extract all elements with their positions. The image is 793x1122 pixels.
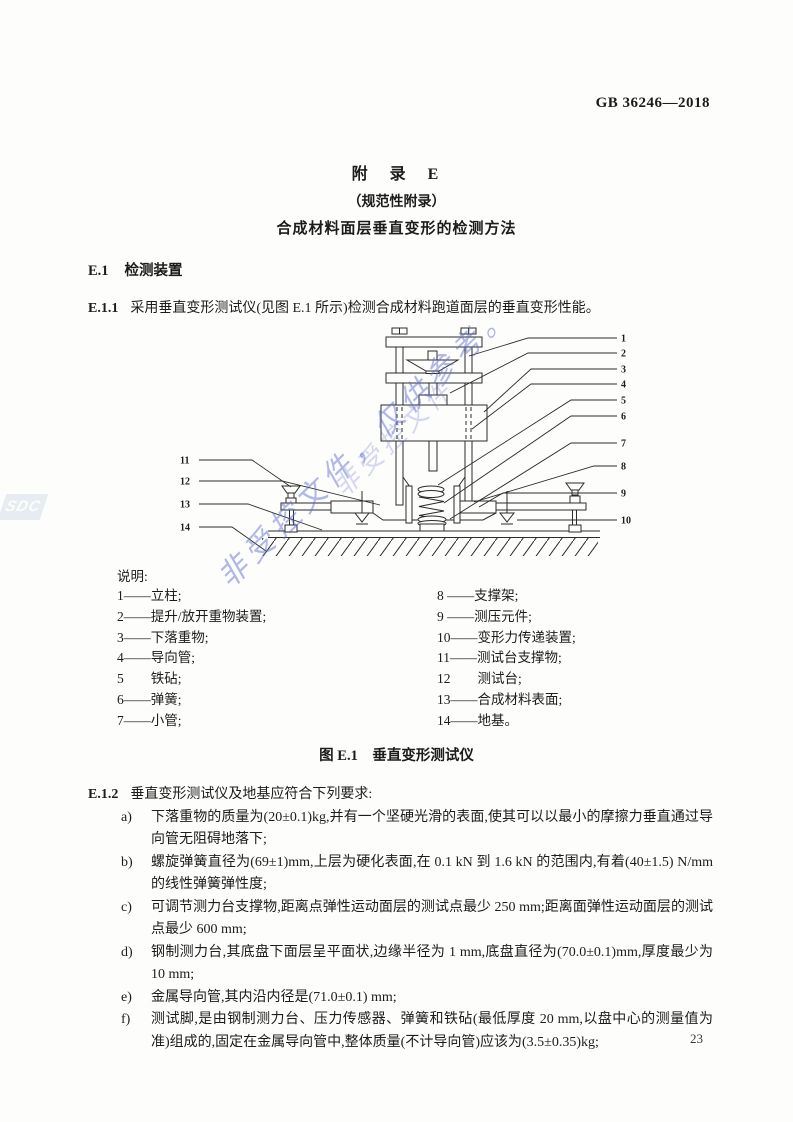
legend-item: 6——弹簧;: [117, 691, 182, 707]
release-device: [405, 350, 460, 374]
clause-number: E.1.2: [88, 787, 119, 802]
legend-left-column: 1——立柱; 2——提升/放开重物装置; 3——下落重物; 4——导向管; 5 …: [117, 586, 266, 732]
list-item-label: a): [121, 809, 132, 825]
callout-leader-lines: [199, 337, 617, 552]
callout-6: 6: [621, 412, 626, 423]
callout-4: 4: [621, 380, 626, 391]
lower-rod: [428, 440, 438, 472]
list-item: f) 测试脚,是由钢制测力台、压力传感器、弹簧和铁砧(最低厚度 20 mm,以盘…: [88, 1009, 713, 1054]
appendix-title-block: 附 录 E （规范性附录） 合成材料面层垂直变形的检测方法: [0, 160, 793, 238]
anvil: [417, 485, 445, 498]
list-item-text: 螺旋弹簧直径为(69±1)mm,上层为硬化表面,在 0.1 kN 到 1.6 k…: [151, 854, 713, 893]
legend-item: 12 测试台;: [437, 671, 522, 687]
side-plate-right: [453, 485, 461, 524]
figure-caption: 图 E.1 垂直变形测试仪: [319, 748, 474, 764]
callout-13: 13: [180, 500, 190, 511]
list-item-label: c): [121, 899, 132, 915]
side-plate-left: [405, 485, 413, 524]
list-item: a) 下落重物的质量为(20±0.1)kg,并有一个坚硬光滑的表面,使其可以以最…: [88, 807, 713, 852]
callout-2: 2: [621, 349, 626, 360]
sdc-watermark-logo: SDC: [0, 494, 49, 520]
spring: [418, 496, 445, 520]
section-label: 检测装置: [124, 263, 183, 279]
appendix-subtitle: （规范性附录）: [347, 195, 446, 210]
surface-and-foundation: [262, 530, 600, 556]
list-item: b) 螺旋弹簧直径为(69±1)mm,上层为硬化表面,在 0.1 kN 到 1.…: [88, 852, 713, 897]
list-item-label: f): [121, 1012, 131, 1027]
legend-item: 14——地基。: [437, 712, 518, 728]
section-heading-e1: E.1 检测装置: [88, 259, 183, 280]
legend-item: 4——导向管;: [117, 650, 196, 666]
legend-item: 11——测试台支撑物;: [437, 650, 562, 666]
support-foot-right: [565, 482, 585, 533]
standard-number: GB 36246—2018: [595, 95, 710, 111]
callout-numbers: 1 2 3 4 5 6 7 8 9 10 11 12 13 14: [180, 334, 631, 534]
section-number: E.1: [88, 263, 109, 279]
list-item-text: 测试脚,是由钢制测力台、压力传感器、弹簧和铁砧(最低厚度 20 mm,以盘中心的…: [151, 1012, 713, 1050]
clause-heading-e12: E.1.2 垂直变形测试仪及地基应符合下列要求:: [88, 784, 713, 807]
callout-14: 14: [180, 523, 190, 534]
callout-8: 8: [621, 462, 626, 473]
callout-5: 5: [621, 396, 626, 407]
callout-9: 9: [621, 489, 626, 500]
legend-item: 3——下落重物;: [117, 629, 209, 645]
section-e12: E.1.2 垂直变形测试仪及地基应符合下列要求: a) 下落重物的质量为(20±0…: [88, 784, 713, 1054]
list-item-text: 钢制测力台,其底盘下面层呈平面状,边缘半径为 1 mm,底盘直径为(70.0±0…: [151, 944, 713, 983]
list-item-text: 可调节测力台支撑物,距离点弹性运动面层的测试点最少 250 mm;距离面弹性运动…: [151, 899, 713, 938]
legend-item: 7——小管;: [117, 712, 182, 728]
legend-item: 2——提升/放开重物装置;: [117, 608, 267, 624]
list-item: c) 可调节测力台支撑物,距离点弹性运动面层的测试点最少 250 mm;距离面弹…: [88, 897, 713, 942]
callout-1: 1: [621, 334, 626, 345]
legend-item: 1——立柱;: [117, 588, 182, 603]
top-bolts: [391, 327, 477, 335]
appendix-method-title: 合成材料面层垂直变形的检测方法: [276, 221, 517, 237]
legend-item: 8 ——支撑架;: [437, 588, 519, 603]
list-item-label: b): [121, 854, 133, 870]
falling-weight: [380, 404, 488, 442]
top-crossbar: [385, 336, 483, 348]
upper-rod: [428, 382, 438, 396]
datum-symbols: [353, 491, 516, 525]
mid-crossbar: [385, 372, 483, 384]
legend-title: 说明:: [117, 569, 148, 584]
clause-number: E.1.1: [88, 301, 119, 316]
legend-right-column: 8 ——支撑架; 9 ——测压元件; 10——变形力传递装置; 11——测试台支…: [437, 586, 576, 732]
callout-12: 12: [180, 477, 190, 488]
callout-3: 3: [621, 365, 626, 376]
list-item-label: e): [121, 989, 132, 1005]
diagram-linework: [199, 327, 617, 556]
list-item-text: 金属导向管,其内沿内径是(71.0±0.1) mm;: [151, 989, 397, 1005]
apparatus-diagram: 1 2 3 4 5 6 7 8 9 10 11 12 13 14: [180, 327, 631, 556]
callout-7: 7: [621, 439, 626, 450]
clause-text: 垂直变形测试仪及地基应符合下列要求:: [130, 787, 373, 802]
paragraph-e11: E.1.1 采用垂直变形测试仪(见图 E.1 所示)检测合成材料跑道面层的垂直变形…: [88, 297, 716, 317]
clause-text: 采用垂直变形测试仪(见图 E.1 所示)检测合成材料跑道面层的垂直变形性能。: [130, 301, 600, 316]
list-item: e) 金属导向管,其内沿内径是(71.0±0.1) mm;: [88, 987, 713, 1010]
pedestal: [419, 523, 445, 532]
list-item-text: 下落重物的质量为(20±0.1)kg,并有一个坚硬光滑的表面,使其可以以最小的摩…: [151, 809, 713, 848]
callout-11: 11: [180, 456, 189, 467]
support-foot-left: [281, 485, 301, 533]
list-item-label: d): [121, 944, 133, 960]
legend-item: 10——变形力传递装置;: [437, 629, 576, 645]
page-number: 23: [690, 1031, 703, 1046]
callout-10: 10: [621, 516, 631, 527]
legend-item: 5 铁砧;: [117, 671, 182, 687]
legend-item: 9 ——测压元件;: [437, 608, 532, 624]
legend-item: 13——合成材料表面;: [437, 691, 563, 707]
appendix-title: 附 录 E: [351, 166, 442, 183]
grip-block: [418, 394, 448, 406]
list-item: d) 钢制测力台,其底盘下面层呈平面状,边缘半径为 1 mm,底盘直径为(70.…: [88, 942, 713, 987]
